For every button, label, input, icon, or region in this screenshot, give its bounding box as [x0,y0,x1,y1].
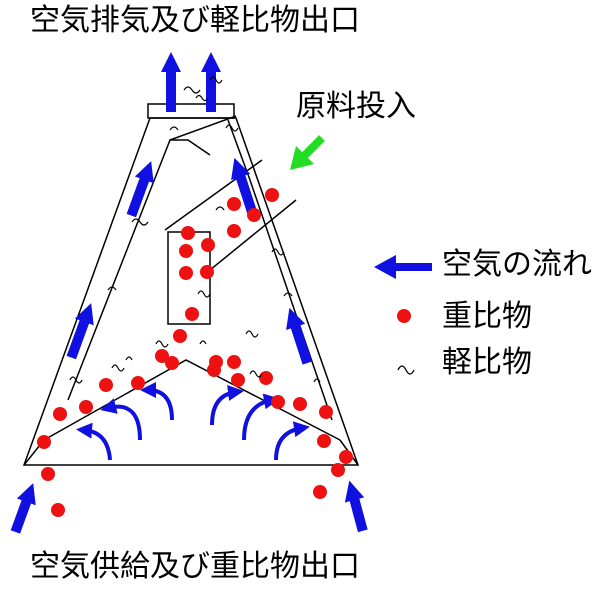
air-arrows [10,52,368,534]
legend-light-label: 軽比物 [442,345,532,380]
air-arrow-exhaust-left [161,52,181,112]
air-arrow-exhaust-right [201,52,221,112]
exhaust-outlet-label: 空気排気及び軽比物出口 [30,3,360,38]
legend-heavy-label: 重比物 [442,299,532,334]
heavy-particles [37,188,353,517]
supply-outlet-label: 空気供給及び重比物出口 [30,549,360,584]
legend-air-icon [374,255,432,279]
legend-air-label: 空気の流れ [442,247,592,282]
exhaust-neck [147,103,235,119]
inner-wall-right [227,119,333,421]
feed-arrow [290,135,325,170]
vessel-outer-wall [22,117,360,466]
air-arrows-curved [76,382,310,461]
legend-heavy-icon [397,309,411,323]
legend-light-icon [397,365,415,375]
light-particles [69,76,321,384]
feed-label: 原料投入 [296,89,416,124]
deflector-plate [43,359,341,441]
feed-chute-bottom [209,199,297,271]
